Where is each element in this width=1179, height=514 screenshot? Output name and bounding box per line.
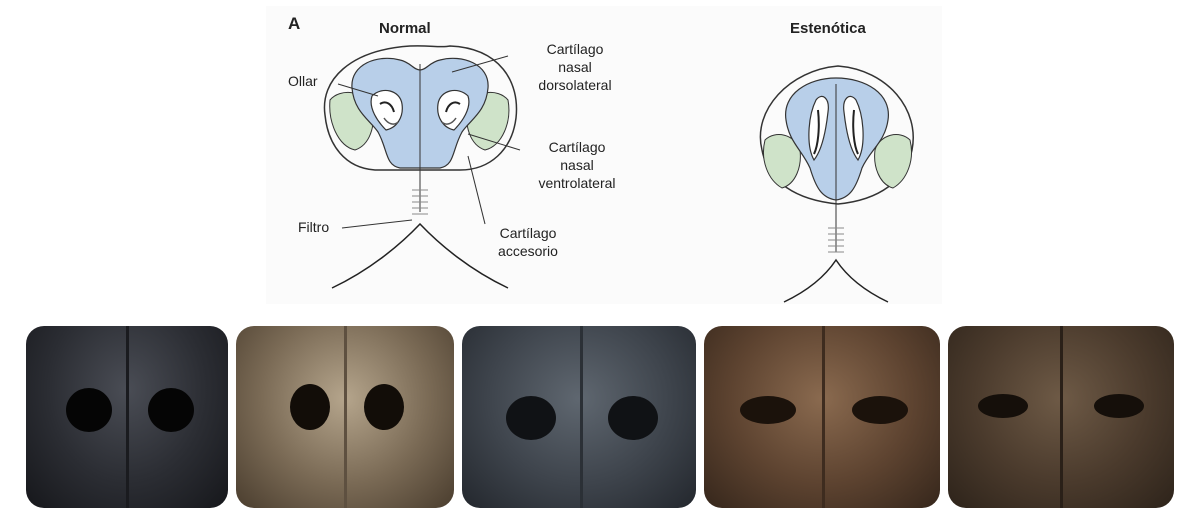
label-filtro: Filtro <box>298 218 329 236</box>
photo-strip <box>0 320 1179 514</box>
label-accessory-cartilage: Cartílago accesorio <box>478 224 578 260</box>
label-ollar: Ollar <box>288 72 318 90</box>
stenotic-ventrolateral-cartilage-right <box>875 135 912 188</box>
dog-nose-photo-dark-grey <box>462 326 696 508</box>
dog-nose-photo-brown <box>704 326 940 508</box>
stenotic-title: Estenótica <box>790 20 866 37</box>
normal-title: Normal <box>379 20 431 37</box>
stenotic-lip-line <box>784 260 888 302</box>
dog-nose-photo-black <box>26 326 228 508</box>
label-ventrolateral-cartilage: Cartílago nasal ventrolateral <box>522 138 632 192</box>
stenotic-nose-illustration <box>760 66 913 302</box>
stenotic-dorsolateral-cartilage <box>786 78 889 200</box>
dog-nose-photo-speckled <box>236 326 454 508</box>
panel-letter: A <box>288 14 300 34</box>
dog-nose-photo-brown-speckled <box>948 326 1174 508</box>
label-dorsolateral-cartilage: Cartílago nasal dorsolateral <box>520 40 630 94</box>
